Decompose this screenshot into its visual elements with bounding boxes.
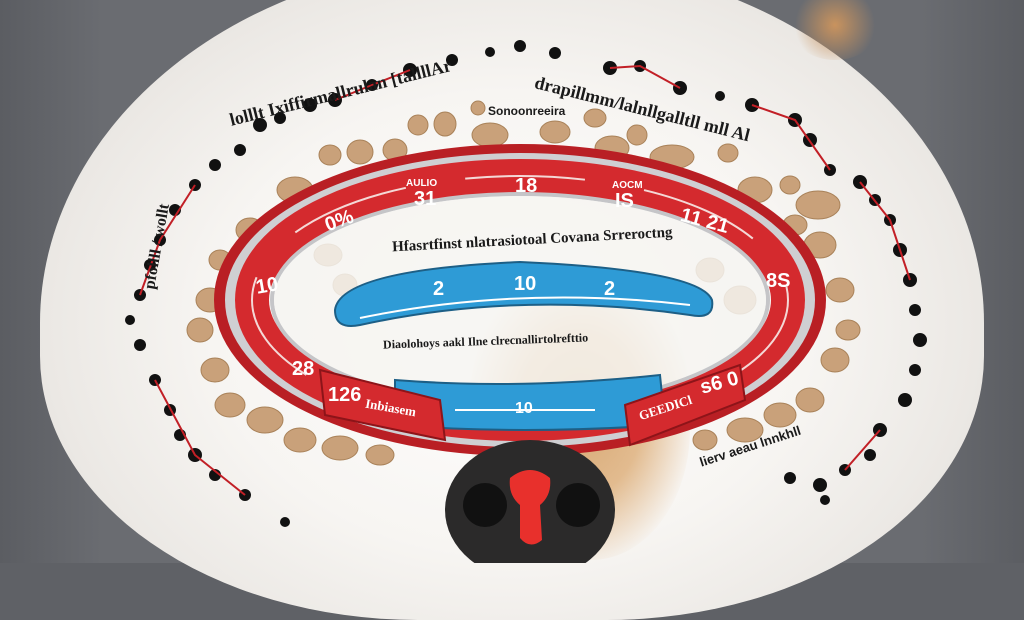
dial-left-mid-num: 10 xyxy=(254,273,280,299)
ribbon-left xyxy=(318,368,447,442)
ribbon-right xyxy=(623,363,747,447)
blue-band-num-right: 2 xyxy=(604,278,616,300)
kibble-label: Sonoonreeira xyxy=(488,104,566,118)
tan-fur-patch-top xyxy=(790,0,880,60)
dial-top-center-num: 18 xyxy=(515,175,538,197)
dial-top-left-num: 31 xyxy=(414,188,437,210)
dial-left-bottom-num: 126 xyxy=(328,384,362,406)
dial-left-lower-num: 28 xyxy=(292,358,315,380)
red-splatter-lines xyxy=(139,64,911,496)
dial-top-right-small: AOCM xyxy=(612,180,643,191)
blue-band-num-left: 2 xyxy=(433,278,445,300)
blue-band-num-center: 10 xyxy=(514,273,537,295)
blue-band-upper-line xyxy=(359,296,691,319)
blue-band-upper xyxy=(333,260,714,327)
dial-top-left-small: AULIO xyxy=(406,178,438,189)
red-nose-drop xyxy=(509,470,551,545)
overlay-graphics xyxy=(125,40,927,563)
dial-top-right-num: IS xyxy=(615,190,634,212)
dial-right-mid-num: 8S xyxy=(766,270,791,292)
blue-band-lower-num: 10 xyxy=(515,400,533,417)
dial-tick-lines xyxy=(251,175,789,425)
right-nostril xyxy=(556,483,600,527)
kibble-ring xyxy=(186,100,861,466)
left-nostril xyxy=(463,483,507,527)
